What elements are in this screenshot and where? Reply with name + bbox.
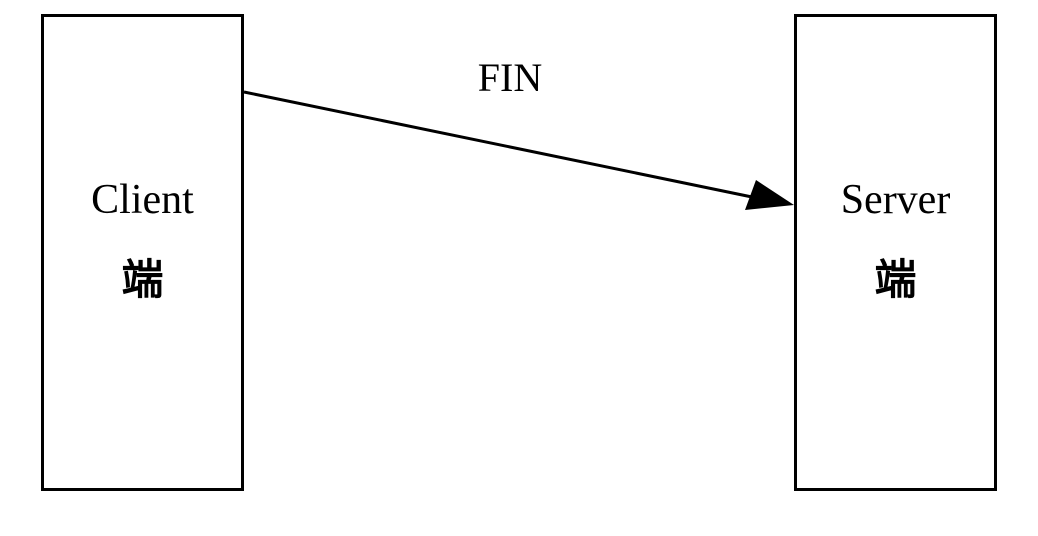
client-node: Client 端 [41, 14, 244, 491]
client-title: Client [91, 177, 194, 223]
client-subtitle: 端 [121, 255, 164, 304]
server-title: Server [840, 177, 951, 223]
server-subtitle: 端 [874, 255, 917, 304]
server-node: Server 端 [794, 14, 997, 491]
fin-arrow-line [243, 90, 753, 199]
fin-label: FIN [477, 55, 543, 100]
fin-arrow-head [745, 180, 794, 210]
